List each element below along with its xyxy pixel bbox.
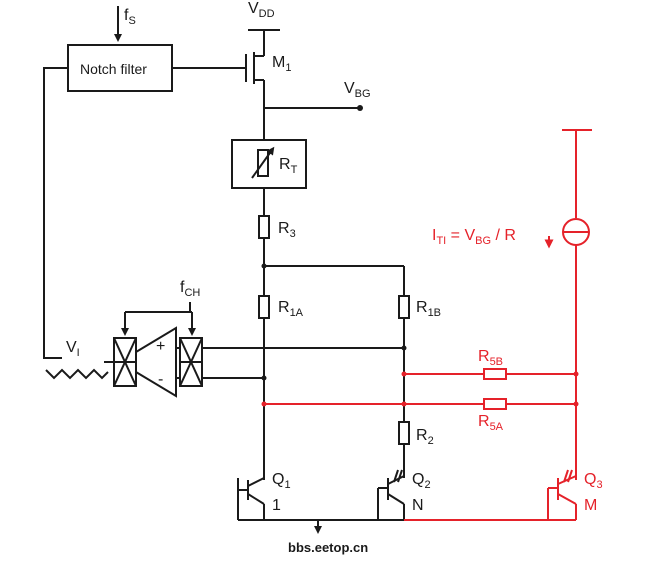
label-q3: Q3	[584, 471, 603, 491]
label-fs: fS	[124, 7, 136, 27]
amp-sense-wires	[176, 345, 407, 381]
label-q1: Q1	[272, 471, 291, 491]
resistor-r3	[258, 215, 270, 239]
ground-rail	[238, 519, 404, 534]
label-r5b: R5B	[478, 348, 503, 368]
label-vdd: VDD	[248, 0, 275, 20]
vi-triangle-wave	[45, 368, 109, 380]
input-chopper	[113, 337, 137, 387]
transistor-q2	[377, 469, 405, 520]
opamp-minus-sign: -	[158, 371, 163, 388]
opamp-triangle	[104, 326, 177, 398]
left-branch-wire	[258, 188, 270, 480]
top-split-wire	[261, 263, 404, 269]
transistor-m1	[245, 30, 265, 140]
label-r2: R2	[416, 427, 434, 447]
resistor-r1b	[398, 295, 410, 319]
label-m1: M1	[272, 54, 291, 74]
label-rt: RT	[279, 156, 298, 176]
vbg-tap	[264, 105, 363, 111]
iti-current-source-rail	[544, 129, 592, 480]
label-vbg: VBG	[344, 80, 371, 100]
feedback-loop-wire	[43, 67, 68, 359]
resistor-r2	[398, 421, 410, 445]
label-r3: R3	[278, 220, 296, 240]
notch-filter-label: Notch filter	[80, 61, 147, 77]
label-iti-equation: ITI = VBG / R	[432, 227, 516, 247]
label-vi: VI	[66, 339, 80, 359]
transistor-q3	[547, 469, 577, 520]
transistor-q1	[237, 477, 265, 520]
watermark: bbs.eetop.cn	[288, 540, 368, 555]
r5b-wire	[401, 368, 579, 380]
rt-trim-block	[231, 139, 307, 189]
label-q1-ratio: 1	[272, 497, 281, 514]
opamp-plus-sign: +	[156, 338, 165, 355]
fch-arrow	[121, 302, 196, 336]
label-q2-ratio: N	[412, 497, 424, 514]
output-chopper	[179, 337, 203, 387]
resistor-r1a	[258, 295, 270, 319]
label-r1a: R1A	[278, 299, 304, 319]
label-fch: fCH	[180, 279, 200, 299]
right-branch-wire	[398, 266, 410, 478]
label-r1b: R1B	[416, 299, 441, 319]
label-r5a: R5A	[478, 413, 504, 433]
label-q3-ratio: M	[584, 497, 597, 514]
r5a-wire	[261, 398, 579, 410]
label-q2: Q2	[412, 471, 431, 491]
